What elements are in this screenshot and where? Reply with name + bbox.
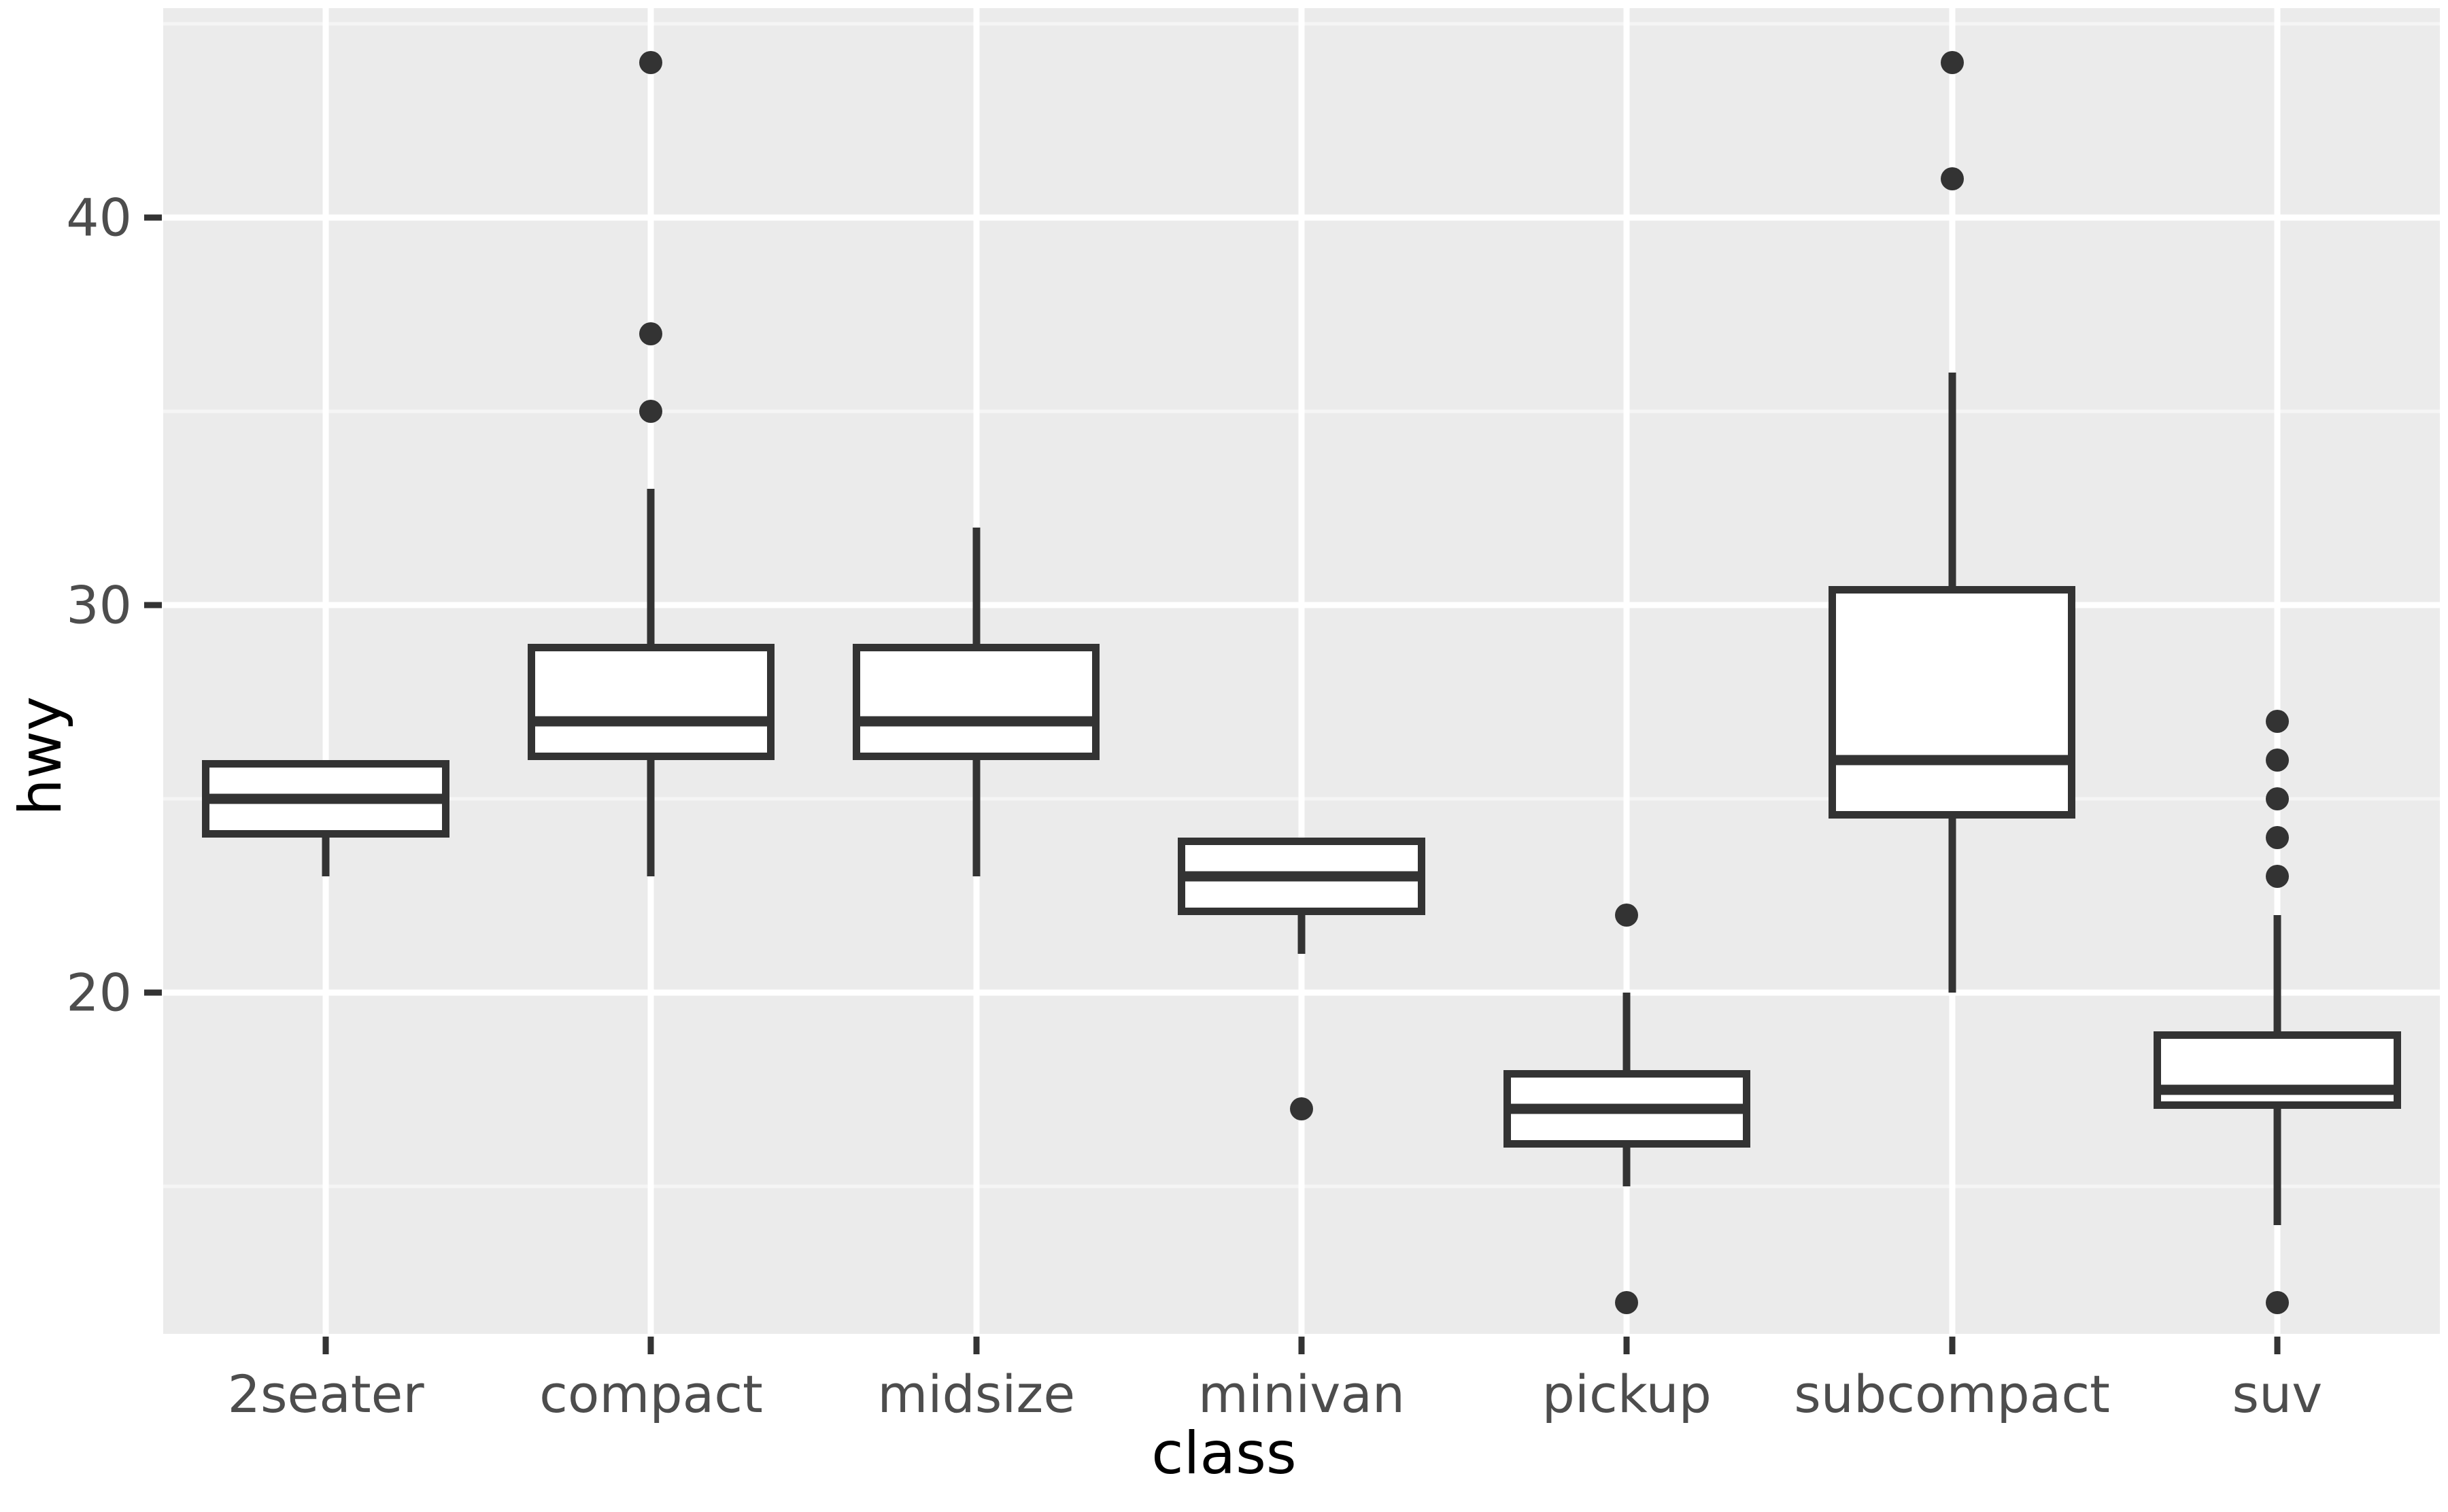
- box-outlier-subcompact: [1940, 167, 1964, 190]
- gridline-vertical: [1298, 8, 1305, 1334]
- x-tick-mark: [647, 1337, 654, 1354]
- x-axis-title: class: [0, 1413, 2448, 1494]
- box-median-compact: [527, 716, 775, 727]
- y-axis-title-text: hwy: [7, 696, 75, 816]
- x-tick-mark: [1623, 1337, 1630, 1354]
- box-outlier-subcompact: [1940, 50, 1964, 74]
- y-axis-title: hwy: [0, 0, 82, 1512]
- x-tick-mark: [1949, 1337, 1956, 1354]
- x-tick-mark: [973, 1337, 980, 1354]
- y-tick-label: 30: [66, 574, 132, 636]
- x-axis-title-text: class: [1151, 1420, 1297, 1488]
- x-tick-mark: [2274, 1337, 2281, 1354]
- box-outlier-suv: [2265, 826, 2289, 850]
- box-outlier-suv: [2265, 710, 2289, 734]
- y-tick-label: 40: [66, 187, 132, 248]
- box-body-subcompact: [1828, 585, 2076, 819]
- x-tick-label-compact: compact: [539, 1364, 763, 1424]
- box-outlier-compact: [639, 399, 663, 423]
- box-median-midsize: [852, 716, 1100, 727]
- x-tick-label-2seater: 2seater: [227, 1364, 424, 1424]
- y-tick-mark: [144, 602, 162, 608]
- gridline-vertical: [322, 8, 329, 1334]
- x-tick-label-minivan: minivan: [1197, 1364, 1406, 1424]
- x-tick-label-subcompact: subcompact: [1794, 1364, 2110, 1424]
- box-outlier-suv: [2265, 1291, 2289, 1315]
- box-outlier-compact: [639, 322, 663, 345]
- x-tick-mark: [322, 1337, 329, 1354]
- box-body-suv: [2154, 1031, 2401, 1110]
- plot-panel: [163, 8, 2440, 1334]
- box-median-suv: [2154, 1084, 2401, 1095]
- x-tick-label-pickup: pickup: [1542, 1364, 1712, 1424]
- box-median-2seater: [202, 793, 449, 804]
- y-tick-mark: [144, 214, 162, 221]
- box-body-compact: [527, 644, 775, 761]
- box-outlier-pickup: [1615, 1291, 1639, 1315]
- x-tick-label-suv: suv: [2232, 1364, 2323, 1424]
- box-outlier-pickup: [1615, 904, 1639, 927]
- y-tick-label: 20: [66, 962, 132, 1023]
- box-outlier-minivan: [1290, 1097, 1313, 1121]
- x-tick-label-midsize: midsize: [877, 1364, 1076, 1424]
- box-outlier-suv: [2265, 749, 2289, 772]
- y-tick-mark: [144, 989, 162, 996]
- box-outlier-suv: [2265, 787, 2289, 811]
- box-body-midsize: [852, 644, 1100, 761]
- gridline-vertical: [2274, 8, 2281, 1334]
- box-outlier-compact: [639, 50, 663, 74]
- box-median-minivan: [1178, 871, 1425, 882]
- x-tick-mark: [1298, 1337, 1305, 1354]
- gridline-vertical: [1623, 8, 1630, 1334]
- box-median-subcompact: [1828, 755, 2076, 766]
- box-outlier-suv: [2265, 865, 2289, 889]
- box-median-pickup: [1503, 1103, 1751, 1114]
